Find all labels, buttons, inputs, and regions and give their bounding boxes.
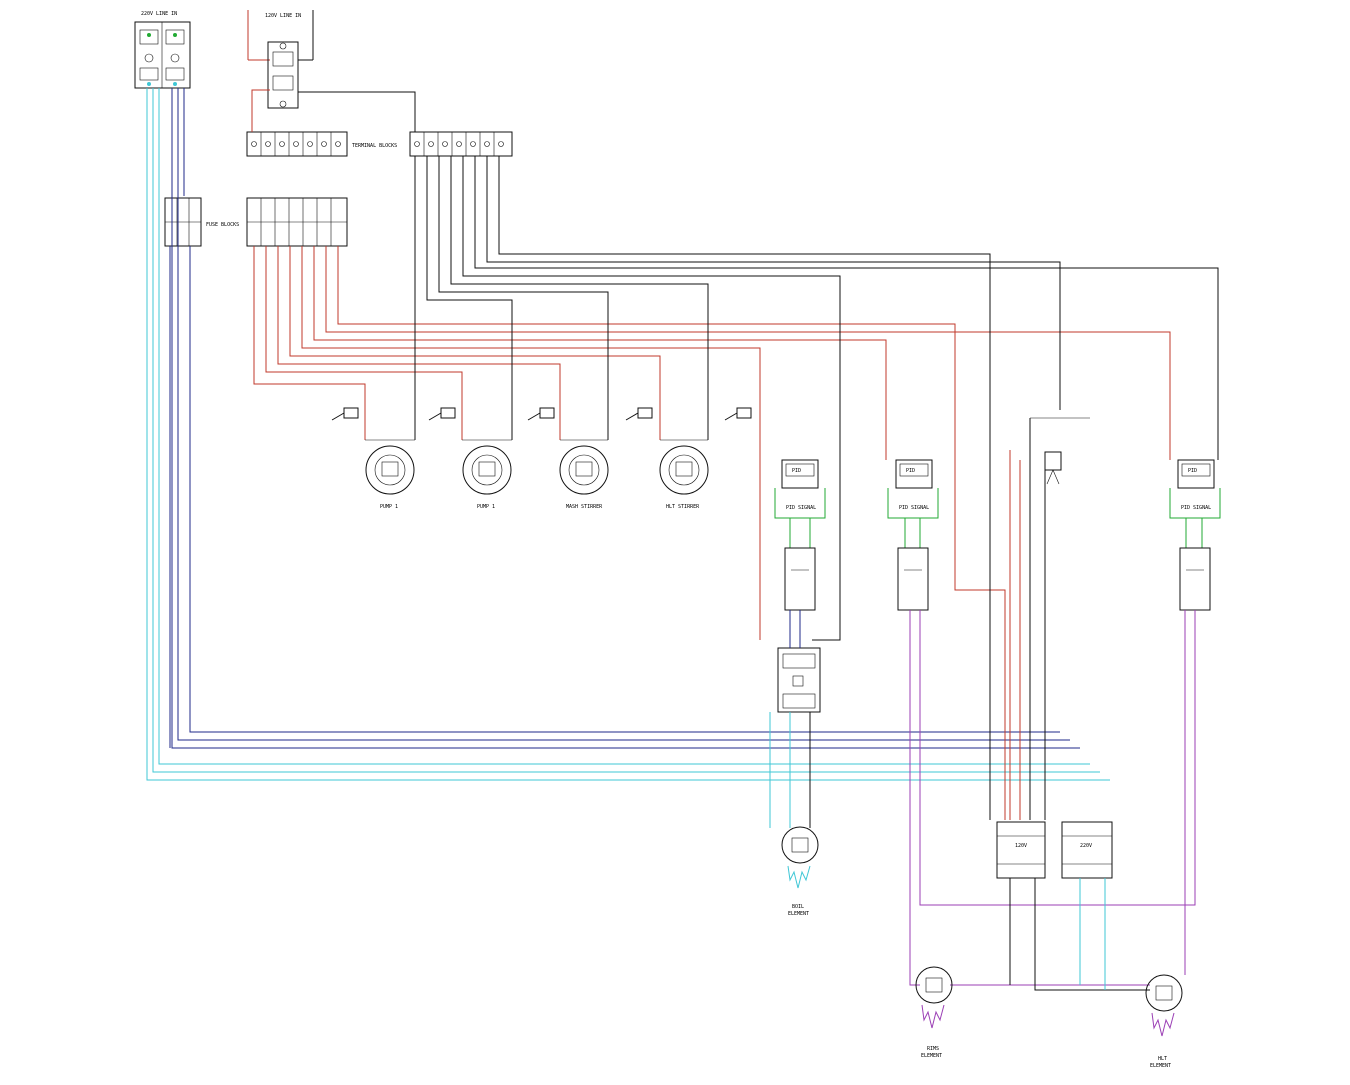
receptacle-pump-1b — [462, 439, 512, 495]
pump-1b-label: PUMP 1 — [477, 504, 495, 510]
pid-signal-label-1: PID SIGNAL — [786, 505, 816, 511]
toggle-switch-mash-stirrer — [527, 407, 555, 421]
terminal-blocks-left — [246, 131, 348, 157]
receptacle-mash-stirrer — [559, 439, 609, 495]
pump-1a-label: PUMP 1 — [380, 504, 398, 510]
terminal-blocks-right — [409, 131, 513, 157]
toggle-switch-hlt-stirrer — [625, 407, 653, 421]
line-120-label: 120V LINE IN — [265, 13, 301, 19]
contactor-output-wires — [1009, 878, 1150, 991]
fuse-blocks-240 — [164, 197, 202, 247]
hlt-stirrer-label: HLT STIRRER — [666, 504, 700, 510]
pid-signal-wires — [774, 488, 1221, 548]
mash-stirrer-label: MASH STIRRER — [566, 504, 603, 510]
rims-element-label-1: RIMS — [927, 1046, 939, 1052]
neutral-wires — [298, 91, 1219, 820]
pid-signal-label-3: PID SIGNAL — [1181, 505, 1211, 511]
pid-signal-label-2: PID SIGNAL — [899, 505, 929, 511]
relay-wires — [1009, 418, 1046, 820]
boil-wires — [769, 610, 811, 828]
ssr-2 — [897, 547, 929, 611]
terminal-blocks-label: TERMINAL BLOCKS — [352, 143, 397, 149]
pid-controller-1: PID — [781, 459, 819, 489]
relay-center — [1030, 417, 1090, 485]
fuse-blocks-120 — [246, 197, 348, 247]
line-240-feed-wires — [146, 88, 1110, 781]
rims-element-label-2: ELEMENT — [921, 1053, 942, 1059]
contactor-240v-label: 220V — [1080, 843, 1092, 849]
pid-display-3: PID — [1188, 468, 1197, 474]
pid-display-2: PID — [906, 468, 915, 474]
toggle-switch-pump-1b — [428, 407, 456, 421]
fuse-blocks-label: FUSE BLOCKS — [206, 222, 239, 228]
contactor-120v: 120V — [996, 821, 1046, 879]
hlt-element-receptacle — [1145, 974, 1183, 1037]
boil-element-receptacle — [781, 826, 819, 889]
ssr-3 — [1179, 547, 1211, 611]
contactor-240v: 220V — [1061, 821, 1113, 879]
toggle-switch-boil — [724, 407, 752, 421]
hlt-element-label-1: HLT — [1158, 1056, 1167, 1062]
pid-display-1: PID — [792, 468, 801, 474]
hlt-element-label-2: ELEMENT — [1150, 1063, 1171, 1069]
rims-element-receptacle — [915, 966, 953, 1029]
ssr-output-wires — [909, 610, 1196, 986]
boil-element-label-2: ELEMENT — [788, 911, 809, 917]
boil-element-label-1: BOIL — [792, 904, 804, 910]
line-240-label: 220V LINE IN — [141, 11, 177, 17]
receptacle-hlt-stirrer — [659, 439, 709, 495]
pid-controller-3: PID — [1177, 459, 1215, 489]
receptacle-pump-1a — [365, 439, 415, 495]
breaker-240v-line-in: 220V LINE IN — [134, 11, 191, 89]
ssr-1 — [784, 547, 816, 611]
boil-contactor — [777, 647, 821, 713]
contactor-120v-label: 120V — [1015, 843, 1027, 849]
receptacle-120v-line-in: 120V LINE IN — [247, 10, 314, 109]
hot-120-wires — [251, 89, 1171, 820]
pid-controller-2: PID — [895, 459, 933, 489]
toggle-switch-pump-1a — [331, 407, 359, 421]
